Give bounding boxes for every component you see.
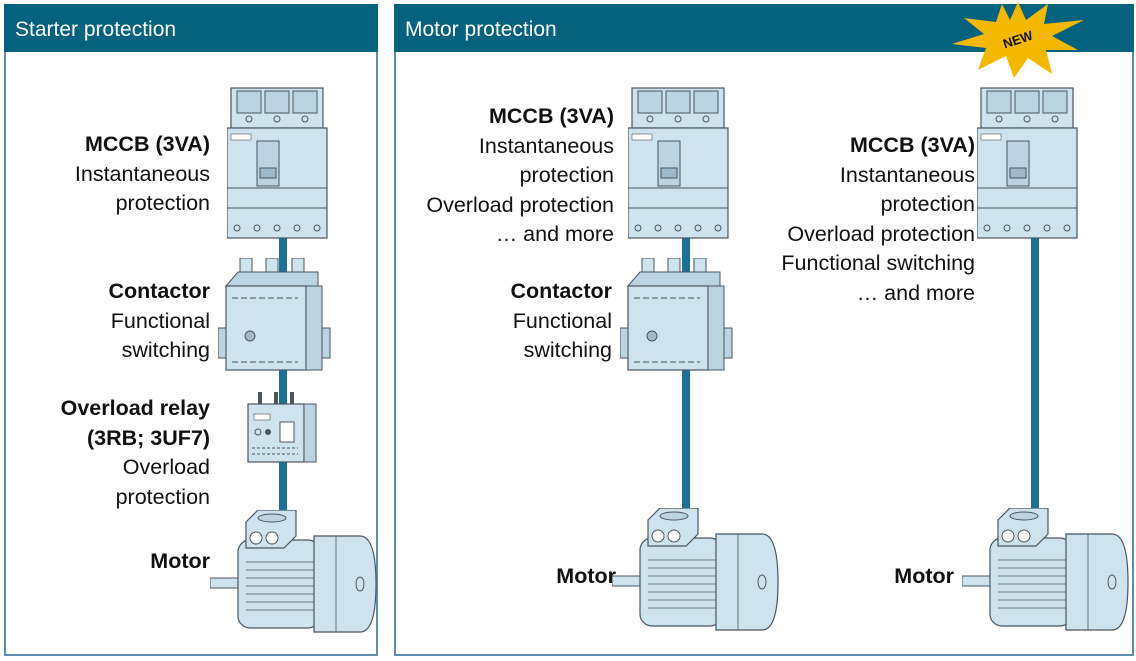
starter-protection-title: Starter protection [4,4,378,52]
mccb-label-col2: MCCB (3VA) Instantaneous protection Over… [781,131,975,308]
mccb-title: MCCB (3VA) [84,132,210,156]
mccb-desc-line: Overload protection [787,221,975,246]
mccb-desc-line: Instantaneous [478,133,614,158]
mccb-desc-line: protection [115,191,210,215]
motor-label-col1: Motor [556,562,616,592]
mccb-desc-line: protection [880,192,975,216]
motor-device-col2 [962,508,1129,631]
contactor-title: Contactor [108,279,210,303]
motor-device-col1 [612,508,779,631]
mccb-title: MCCB (3VA) [488,104,614,128]
overload-relay-title: Overload relay [60,396,210,420]
contactor-desc-line: switching [523,338,612,362]
contactor-title: Contactor [510,279,612,303]
contactor-label-col1: Contactor Functional switching [510,277,612,366]
overload-relay-device [247,392,317,463]
cable-motor-col1 [682,230,690,540]
contactor-device-col1 [620,258,733,371]
motor-label-col2: Motor [894,562,954,592]
mccb-label-col1: MCCB (3VA) Instantaneous protection Over… [426,102,614,250]
motor-device-starter [210,510,377,633]
mccb-desc-line: … and more [856,280,975,305]
overload-relay-model: (3RB; 3UF7) [86,425,210,450]
contactor-desc-line: Functional [110,308,210,333]
mccb-device-col2 [977,87,1078,239]
contactor-label-starter: Contactor Functional switching [108,277,210,366]
overload-relay-desc-line: Overload [122,455,210,479]
mccb-desc-line: Instantaneous [74,161,210,186]
mccb-desc-line: Overload protection [426,192,614,217]
mccb-desc-line: protection [519,163,614,187]
cable-motor-col2 [1031,230,1039,540]
contactor-desc-line: switching [121,338,210,362]
contactor-device-starter [218,258,331,371]
overload-relay-label: Overload relay (3RB; 3UF7) Overload prot… [61,394,210,512]
new-badge-starburst-icon: NEW [952,2,1084,78]
mccb-title: MCCB (3VA) [849,133,975,157]
motor-title: Motor [894,564,954,588]
motor-title: Motor [556,564,616,588]
cable-starter [279,230,287,530]
mccb-desc-line: Functional switching [781,251,975,275]
mccb-desc-line: … and more [495,222,614,246]
mccb-device-starter [227,87,328,239]
mccb-device-col1 [628,87,729,239]
mccb-desc-line: Instantaneous [839,162,975,187]
motor-title: Motor [150,549,210,573]
motor-label-starter: Motor [150,547,210,577]
overload-relay-desc-line: protection [115,484,210,509]
contactor-desc-line: Functional [512,308,612,333]
mccb-label-starter: MCCB (3VA) Instantaneous protection [75,130,210,219]
